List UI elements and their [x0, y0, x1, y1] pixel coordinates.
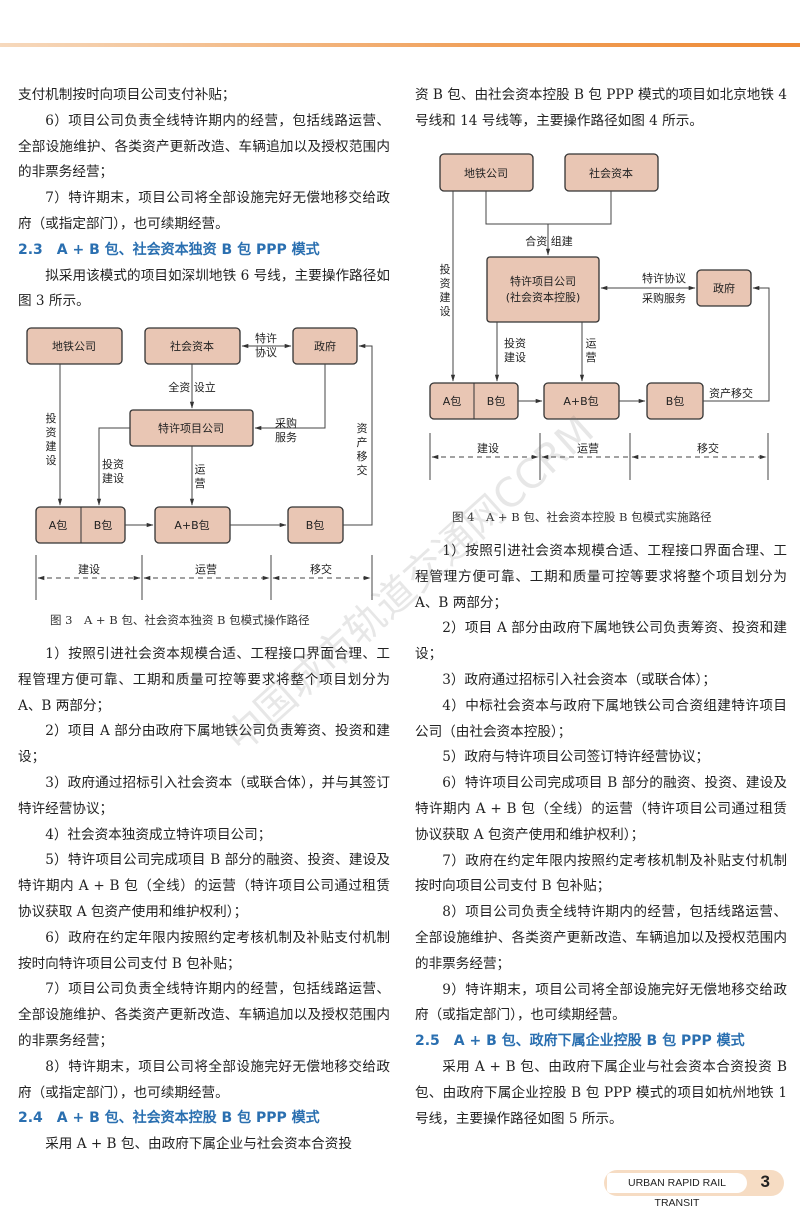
figure-3-caption: 图 3 A + B 包、社会资本独资 B 包模式操作路径 [50, 613, 310, 627]
phase-label: 移交 [697, 441, 719, 455]
paragraph: 资 B 包、由社会资本控股 B 包 PPP 模式的项目如北京地铁 4 号线和 1… [415, 87, 787, 129]
journal-name: URBAN RAPID RAIL TRANSIT [607, 1173, 747, 1209]
right-column-bottom: 1）按照引进社会资本规模合适、工程接口界面合理、工程管理方便可靠、工期和质量可控… [415, 539, 787, 1132]
right-column-top: 资 B 包、由社会资本控股 B 包 PPP 模式的项目如北京地铁 4 号线和 1… [415, 83, 787, 135]
section-heading-2-3: 2.3 A + B 包、社会资本独资 B 包 PPP 模式 [18, 241, 320, 258]
phase-label: 运营 [195, 562, 217, 576]
box-label: (社会资本控股) [506, 290, 581, 304]
list-item: 1）按照引进社会资本规模合适、工程接口界面合理、工程管理方便可靠、工期和质量可控… [415, 543, 787, 611]
list-item: 7）政府在约定年限内按照约定考核机制及补贴支付机制按时向项目公司支付 B 包补贴… [415, 852, 787, 895]
list-item: 8）特许期末，项目公司将全部设施完好无偿地移交给政府（或指定部门），也可续期经营… [18, 1058, 390, 1101]
figure-3-diagram: 地铁公司 社会资本 政府 特许项目公司 A包 B包 A+B包 B包 特许 协议 … [26, 327, 373, 600]
edge-label: 协议 [255, 345, 277, 359]
edge-label: 建 [46, 439, 57, 453]
left-column-bottom: 1）按照引进社会资本规模合适、工程接口界面合理、工程管理方便可靠、工期和质量可控… [18, 642, 390, 1158]
edge-label: 产 [357, 435, 368, 449]
edge-label: 运 [586, 337, 597, 350]
edge-label: 资产移交 [709, 386, 753, 400]
box-label: B包 [666, 395, 685, 408]
list-item: 3）政府通过招标引入社会资本（或联合体）； [442, 671, 716, 688]
paragraph: 采用 A + B 包、由政府下属企业与社会资本合资投资 B 包、由政府下属企业控… [415, 1058, 787, 1127]
box-government [696, 269, 752, 307]
box-label: 政府 [713, 281, 735, 295]
edge-label: 营 [586, 350, 597, 364]
figure-4-diagram: 地铁公司 社会资本 特许项目公司 (社会资本控股) 政府 A包 B包 A+B包 … [429, 153, 770, 480]
list-item: 1）按照引进社会资本规模合适、工程接口界面合理、工程管理方便可靠、工期和质量可控… [18, 646, 390, 714]
box-label: 社会资本 [589, 166, 633, 180]
phase-label: 运营 [577, 441, 599, 455]
edge-label: 交 [357, 463, 368, 477]
box-metro-company [26, 327, 123, 365]
edge-label: 资 [440, 277, 451, 290]
list-item: 7）项目公司负责全线特许期内的经营，包括线路运营、全部设施维护、各类资产更新改造… [18, 981, 390, 1049]
box-label: 地铁公司 [464, 167, 508, 180]
paragraph: 6）项目公司负责全线特许期内的经营，包括线路运营、全部设施维护、各类资产更新改造… [18, 112, 390, 181]
edge-label: 建设 [504, 350, 526, 364]
box-label: 特许项目公司 [510, 274, 576, 288]
box-spv [486, 256, 600, 323]
edge-label: 设 [440, 305, 451, 318]
list-item: 6）特许项目公司完成项目 B 部分的融资、投资、建设及特许期内 A + B 包（… [415, 775, 787, 843]
footer-badge: URBAN RAPID RAIL TRANSIT 3 [604, 1170, 784, 1209]
phase-label: 移交 [310, 562, 332, 576]
list-item: 4）社会资本独资成立特许项目公司； [45, 826, 272, 843]
section-heading-2-4: 2.4 A + B 包、社会资本控股 B 包 PPP 模式 [18, 1110, 320, 1127]
edge-label: 投 [440, 262, 451, 276]
paragraph: 7）特许期末，项目公司将全部设施完好无偿地移交给政府（或指定部门），也可续期经营… [18, 190, 390, 232]
timeline: 建设 运营 移交 [429, 433, 769, 480]
list-item: 9）特许期末，项目公司将全部设施完好无偿地移交给政府（或指定部门），也可续期经营… [415, 981, 787, 1024]
edge-label: 合资 组建 [525, 234, 573, 248]
phase-label: 建设 [477, 441, 499, 455]
edge-label: 服务 [275, 431, 297, 444]
list-item: 5）政府与特许项目公司签订特许经营协议； [442, 749, 710, 766]
paragraph: 支付机制按时向项目公司支付补贴； [18, 87, 236, 103]
phase-label: 建设 [78, 562, 100, 576]
edge-label: 特许协议 [642, 271, 686, 285]
box-label: B包 [487, 395, 506, 408]
list-item: 2）项目 A 部分由政府下属地铁公司负责筹资、投资和建设； [415, 620, 787, 663]
edge-label: 建设 [102, 471, 124, 485]
edge-label: 投资 [102, 457, 124, 471]
list-item: 8）项目公司负责全线特许期内的经营，包括线路运营、全部设施维护、各类资产更新改造… [415, 904, 787, 972]
paragraph: 采用 A + B 包、由政府下属企业与社会资本合资投 [45, 1136, 352, 1153]
box-label: B包 [306, 519, 325, 532]
list-item: 4）中标社会资本与政府下属地铁公司合资组建特许项目公司（由社会资本控股）； [415, 697, 787, 740]
box-label: 特许项目公司 [158, 421, 224, 435]
page-number: 3 [760, 1172, 770, 1191]
edge-label: 采购服务 [642, 291, 686, 305]
left-column-top: 支付机制按时向项目公司支付补贴； 6）项目公司负责全线特许期内的经营，包括线路运… [18, 83, 390, 315]
edge-label: 移 [357, 450, 368, 463]
edge-label: 投资 [504, 336, 526, 350]
edge-label: 资 [46, 426, 57, 439]
header-rule [0, 43, 800, 47]
edge-label: 设 [46, 454, 57, 467]
paragraph: 拟采用该模式的项目如深圳地铁 6 号线，主要操作路径如图 3 所示。 [18, 267, 390, 310]
edge-label: 特许 [255, 331, 277, 345]
box-label: 地铁公司 [52, 340, 96, 353]
edge-label: 资 [357, 422, 368, 435]
edge-label: 全资 设立 [168, 380, 216, 394]
box-label: A+B包 [563, 395, 598, 408]
edge-label: 营 [195, 476, 206, 490]
edge-label: 投 [46, 411, 57, 425]
list-item: 2）项目 A 部分由政府下属地铁公司负责筹资、投资和建设； [18, 723, 390, 766]
section-heading-2-5: 2.5 A + B 包、政府下属企业控股 B 包 PPP 模式 [415, 1033, 745, 1050]
box-label: B包 [94, 519, 113, 532]
list-item: 5）特许项目公司完成项目 B 部分的融资、投资、建设及特许期内 A + B 包（… [18, 852, 390, 920]
edge-label: 运 [195, 463, 206, 476]
figure-4-caption: 图 4 A + B 包、社会资本控股 B 包模式实施路径 [452, 510, 712, 524]
edge-label: 建 [440, 290, 451, 304]
list-item: 3）政府通过招标引入社会资本（或联合体），并与其签订特许经营协议； [18, 774, 390, 817]
timeline: 建设 运营 移交 [35, 555, 373, 600]
box-label: A包 [443, 395, 462, 408]
box-label: 社会资本 [170, 339, 214, 353]
edge-label: 采购 [275, 416, 297, 430]
box-label: A+B包 [174, 519, 209, 532]
list-item: 6）政府在约定年限内按照约定考核机制及补贴支付机制按时向特许项目公司支付 B 包… [18, 929, 390, 972]
box-label: A包 [49, 519, 68, 532]
box-label: 政府 [314, 339, 336, 353]
